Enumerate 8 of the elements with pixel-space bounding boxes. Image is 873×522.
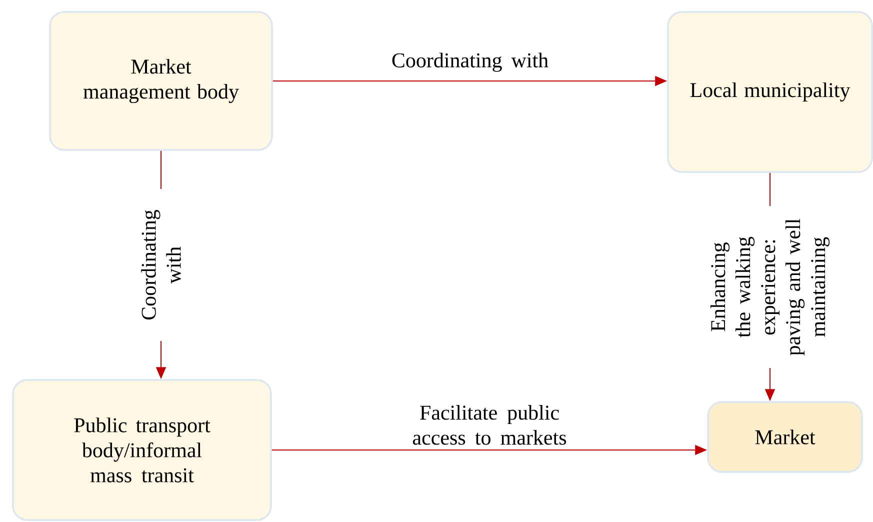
edge-label: Facilitate public access to markets: [412, 405, 566, 445]
hatched-box: Public transport body/informal mass transit: [12, 379, 272, 521]
edge-label: Coordinating with: [392, 52, 548, 72]
hatched-box: Market management body: [49, 11, 273, 151]
edge-label: Coordinating with: [140, 189, 182, 341]
hatched-box: Local municipality: [667, 11, 873, 173]
edge-label: Enhancing the walking experience: paving and well maintaining: [709, 206, 831, 368]
rounded-box: Market: [707, 401, 863, 473]
